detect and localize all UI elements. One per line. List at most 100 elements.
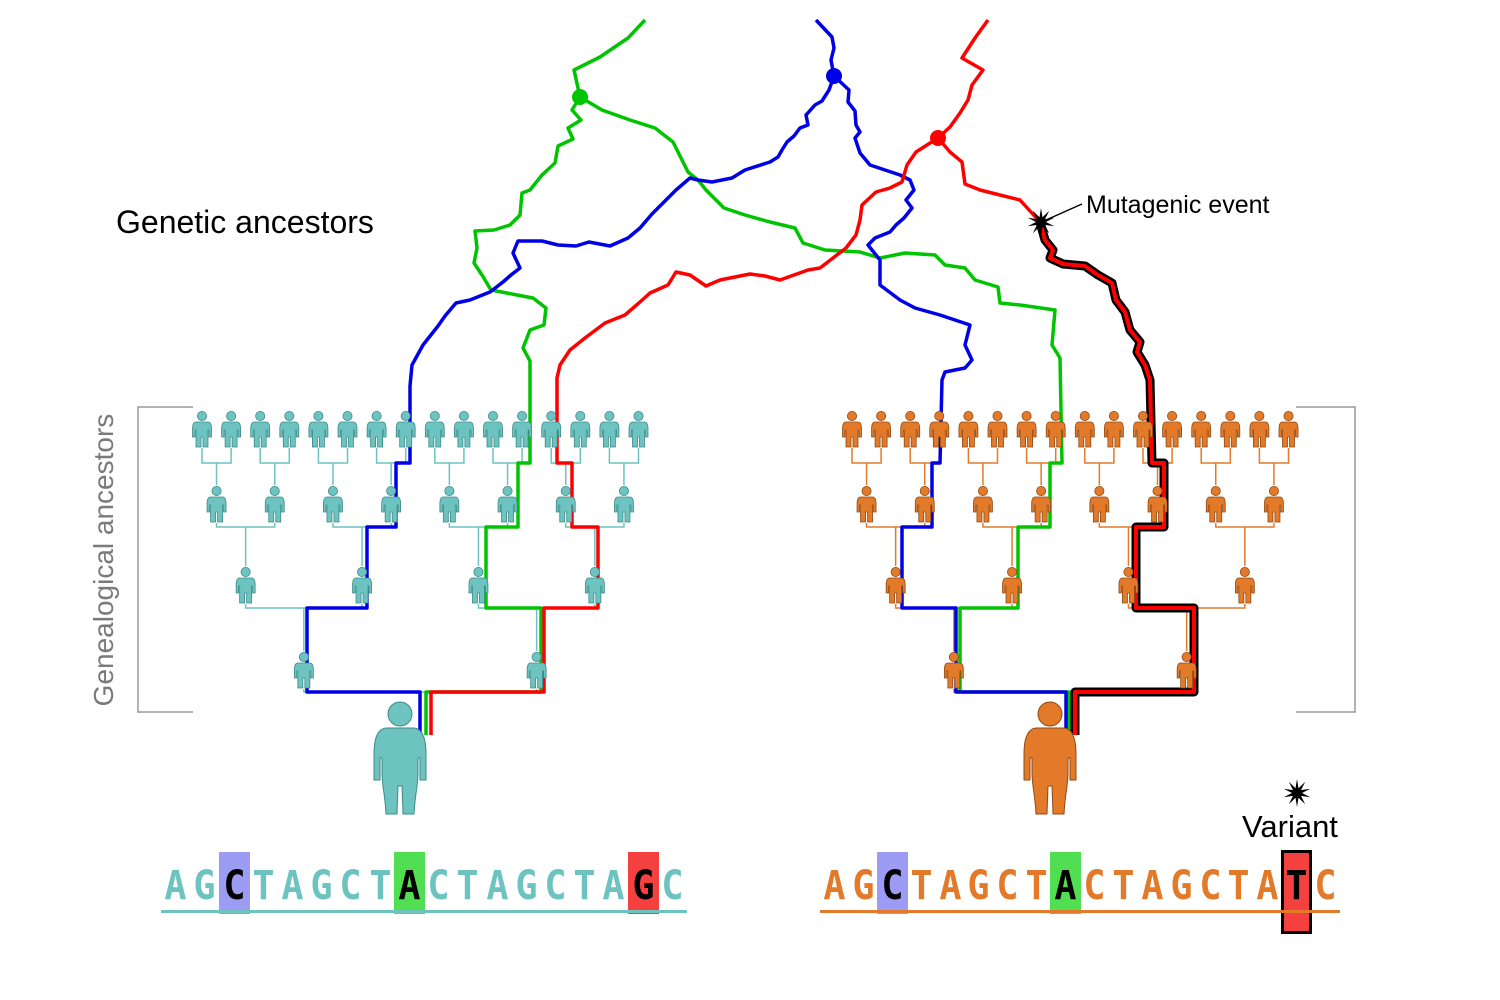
ancestor-person <box>1249 410 1270 448</box>
ancestor-person <box>599 410 620 448</box>
dna-base: G <box>852 863 875 909</box>
red-lineage-right-mutated <box>1038 221 1196 735</box>
dna-base: G <box>632 863 655 909</box>
blue-lineage-right <box>832 74 1068 735</box>
dna-base: A <box>938 863 962 909</box>
genealogy-connector <box>492 448 523 485</box>
right-bracket <box>1296 406 1356 713</box>
ancestor-person <box>1089 485 1110 523</box>
base-highlight <box>1281 850 1313 934</box>
dna-base: T <box>1285 863 1308 909</box>
ancestor-person <box>1220 410 1241 448</box>
genealogy-connector <box>332 523 392 566</box>
genealogy-connector <box>201 448 232 485</box>
left-descendant-person <box>373 701 427 815</box>
genealogy-connector <box>1200 448 1232 485</box>
red-lineage-right-upper <box>936 136 1042 224</box>
dna-base: A <box>602 863 626 909</box>
ancestor-person <box>1205 485 1226 523</box>
genealogy-connector <box>1084 448 1115 485</box>
base-highlight <box>876 852 908 914</box>
ancestor-person <box>842 410 862 448</box>
dna-base: C <box>881 863 904 909</box>
ancestor-person <box>613 485 634 523</box>
variant-star <box>1283 779 1311 807</box>
genealogy-connector <box>244 604 363 651</box>
ancestor-person <box>235 566 256 604</box>
genealogy-connector <box>1025 448 1057 485</box>
ancestor-person <box>424 410 445 448</box>
ancestor-person <box>439 485 460 523</box>
ancestor-person <box>381 485 402 523</box>
dna-base: T <box>1227 863 1250 909</box>
ancestor-person <box>1016 410 1037 448</box>
green-lineage-left <box>424 18 647 735</box>
ancestor-person <box>584 566 605 604</box>
sequence-underline <box>820 910 1340 913</box>
dna-base: T <box>369 863 392 909</box>
ancestor-person <box>972 485 993 523</box>
ancestor-person <box>628 410 649 448</box>
ancestor-person <box>206 485 227 523</box>
ancestor-person <box>250 410 271 448</box>
dna-base: G <box>193 863 216 909</box>
red-lineage-top <box>936 18 990 140</box>
dna-base: C <box>339 863 363 909</box>
mutagenic-event-pointer <box>1045 203 1083 221</box>
dna-base: T <box>1112 863 1135 909</box>
dna-base: G <box>310 863 333 909</box>
ancestor-person <box>322 485 343 523</box>
dna-base: T <box>252 863 275 909</box>
dna-base: C <box>1083 863 1106 909</box>
ancestor-person <box>1278 410 1299 448</box>
ancestor-person <box>483 410 503 448</box>
ancestor-person <box>1263 485 1284 523</box>
base-highlight <box>627 852 659 914</box>
genealogy-connector <box>608 448 640 485</box>
ancestor-person <box>337 410 358 448</box>
ancestor-person <box>279 410 300 448</box>
ancestor-person <box>1031 485 1052 523</box>
ancestor-person <box>958 410 979 448</box>
ancestor-person <box>570 410 591 448</box>
green-coalescence-node <box>572 89 588 105</box>
genealogy-connector <box>215 523 276 566</box>
dna-base: C <box>996 863 1019 909</box>
dna-base: A <box>1256 863 1279 909</box>
ancestor-person <box>900 410 921 448</box>
genealogical-ancestors-label: Genealogical ancestors <box>88 413 119 707</box>
sequence-underline <box>161 910 687 913</box>
dna-base: G <box>515 863 538 909</box>
genealogy-connector <box>375 448 407 485</box>
genealogy-connector <box>1215 523 1275 566</box>
genealogy-connector <box>317 448 349 485</box>
ancestor-person <box>497 485 518 523</box>
variant-label: Variant <box>1242 809 1338 844</box>
dna-base: C <box>427 863 450 909</box>
mutagenic-event-star <box>1027 208 1055 236</box>
green-lineage-right <box>579 95 1071 735</box>
ancestor-person <box>308 410 329 448</box>
dna-base: C <box>544 863 567 909</box>
base-highlight <box>218 852 250 914</box>
dna-base: C <box>661 863 684 909</box>
dna-base: A <box>164 863 187 909</box>
ancestor-person <box>293 651 314 689</box>
ancestor-person <box>1074 410 1095 448</box>
blue-lineage-left <box>305 75 836 735</box>
blue-coalescence-node <box>826 68 842 84</box>
genealogy-connector <box>434 448 465 485</box>
ancestor-person <box>221 410 242 448</box>
dna-base: T <box>456 863 479 909</box>
ancestor-person <box>395 410 416 448</box>
ancestor-person <box>856 485 877 523</box>
ancestor-person <box>1162 410 1183 448</box>
ancestor-person <box>264 485 285 523</box>
dna-base: T <box>1025 863 1048 909</box>
dna-base: A <box>485 863 509 909</box>
genetic-ancestors-title: Genetic ancestors <box>116 204 374 240</box>
ancestor-person <box>1234 566 1255 604</box>
base-highlight <box>393 852 425 914</box>
blue-lineage-top <box>814 18 836 77</box>
